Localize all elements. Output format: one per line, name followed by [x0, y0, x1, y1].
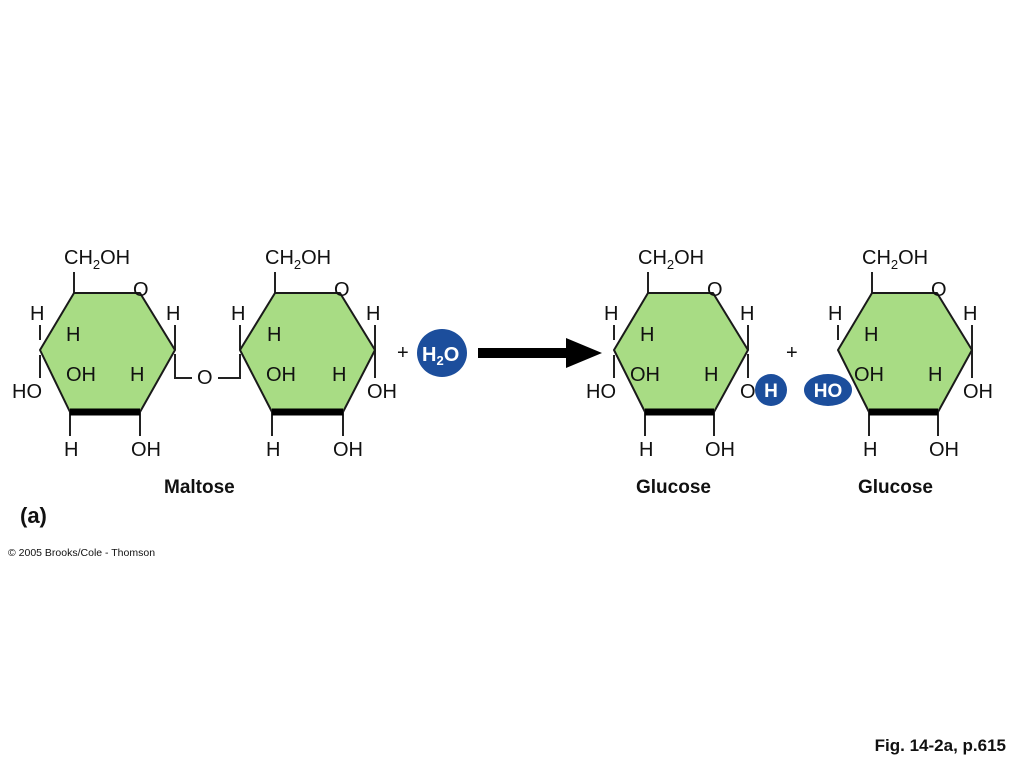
- hexagon-ring: [837, 292, 973, 413]
- h-label: H: [704, 364, 718, 386]
- ring-oxygen-label: O: [133, 279, 149, 301]
- oh-label: OH: [66, 364, 96, 386]
- oh-label: OH: [266, 364, 296, 386]
- water-formula: H2O: [422, 344, 459, 368]
- h-label: H: [864, 324, 878, 346]
- glycosidic-oxygen-label: O: [197, 367, 213, 389]
- h-label: H: [604, 303, 618, 325]
- water-molecule-badge: H2O: [417, 329, 467, 377]
- ch2oh-label: CH2OH: [862, 247, 928, 272]
- h-badge: H: [755, 374, 787, 406]
- arrow-head: [566, 338, 602, 368]
- figure-reference: Fig. 14-2a, p.615: [875, 736, 1006, 755]
- h-label: H: [828, 303, 842, 325]
- ho-label: HO: [586, 381, 616, 403]
- h-label: H: [231, 303, 245, 325]
- oh-label: OH: [367, 381, 397, 403]
- h-badge-text: H: [764, 381, 778, 402]
- cleaved-oxygen-label: O: [740, 381, 756, 403]
- h-label: H: [928, 364, 942, 386]
- h-label: H: [366, 303, 380, 325]
- glucose-ring-1: CH2OH O H H H HO OH H H OH O: [586, 247, 756, 461]
- h-label: H: [166, 303, 180, 325]
- panel-label: (a): [20, 503, 47, 528]
- maltose-ring-2: CH2OH O H H H OH H OH H OH: [231, 247, 397, 461]
- oh-label: OH: [854, 364, 884, 386]
- ring-oxygen-label: O: [931, 279, 947, 301]
- h-label: H: [332, 364, 346, 386]
- glucose-ring-2: CH2OH O H H H OH H OH H OH: [828, 247, 993, 461]
- h-badge-circle: [755, 374, 787, 406]
- maltose-label: Maltose: [164, 477, 235, 498]
- water-badge-circle: [417, 329, 467, 377]
- h-label: H: [64, 439, 78, 461]
- oh-label: OH: [333, 439, 363, 461]
- oh-label: OH: [705, 439, 735, 461]
- ring-oxygen-label: O: [707, 279, 723, 301]
- glucose-2-label: Glucose: [858, 477, 933, 498]
- oh-label: OH: [929, 439, 959, 461]
- h-label: H: [963, 303, 977, 325]
- h-label: H: [639, 439, 653, 461]
- oh-label: OH: [131, 439, 161, 461]
- ch2oh-label: CH2OH: [638, 247, 704, 272]
- ring-oxygen-label: O: [334, 279, 350, 301]
- reaction-arrow: [478, 338, 602, 368]
- h-label: H: [863, 439, 877, 461]
- oh-label: OH: [630, 364, 660, 386]
- glycosidic-bond-left: [174, 354, 192, 379]
- h-label: H: [640, 324, 654, 346]
- hexagon-ring: [239, 292, 376, 413]
- h-label: H: [130, 364, 144, 386]
- oh-label: OH: [963, 381, 993, 403]
- hexagon-ring: [39, 292, 176, 413]
- ch2oh-label: CH2OH: [64, 247, 130, 272]
- h-label: H: [266, 439, 280, 461]
- hexagon-ring: [613, 292, 749, 413]
- ho-badge-ellipse: [804, 374, 852, 406]
- ho-badge-text: HO: [814, 381, 843, 402]
- h-label: H: [740, 303, 754, 325]
- ho-badge: HO: [804, 374, 852, 406]
- h-label: H: [30, 303, 44, 325]
- glucose-1-label: Glucose: [636, 477, 711, 498]
- ho-label: HO: [12, 381, 42, 403]
- glycosidic-bond-right: [218, 354, 241, 379]
- h-label: H: [267, 324, 281, 346]
- plus-sign: +: [397, 342, 409, 364]
- h-label: H: [66, 324, 80, 346]
- ch2oh-label: CH2OH: [265, 247, 331, 272]
- arrow-shaft: [478, 348, 576, 358]
- copyright-text: © 2005 Brooks/Cole - Thomson: [8, 547, 155, 559]
- maltose-ring-1: CH2OH O H H H HO OH H H OH: [12, 247, 192, 461]
- plus-sign: +: [786, 342, 798, 364]
